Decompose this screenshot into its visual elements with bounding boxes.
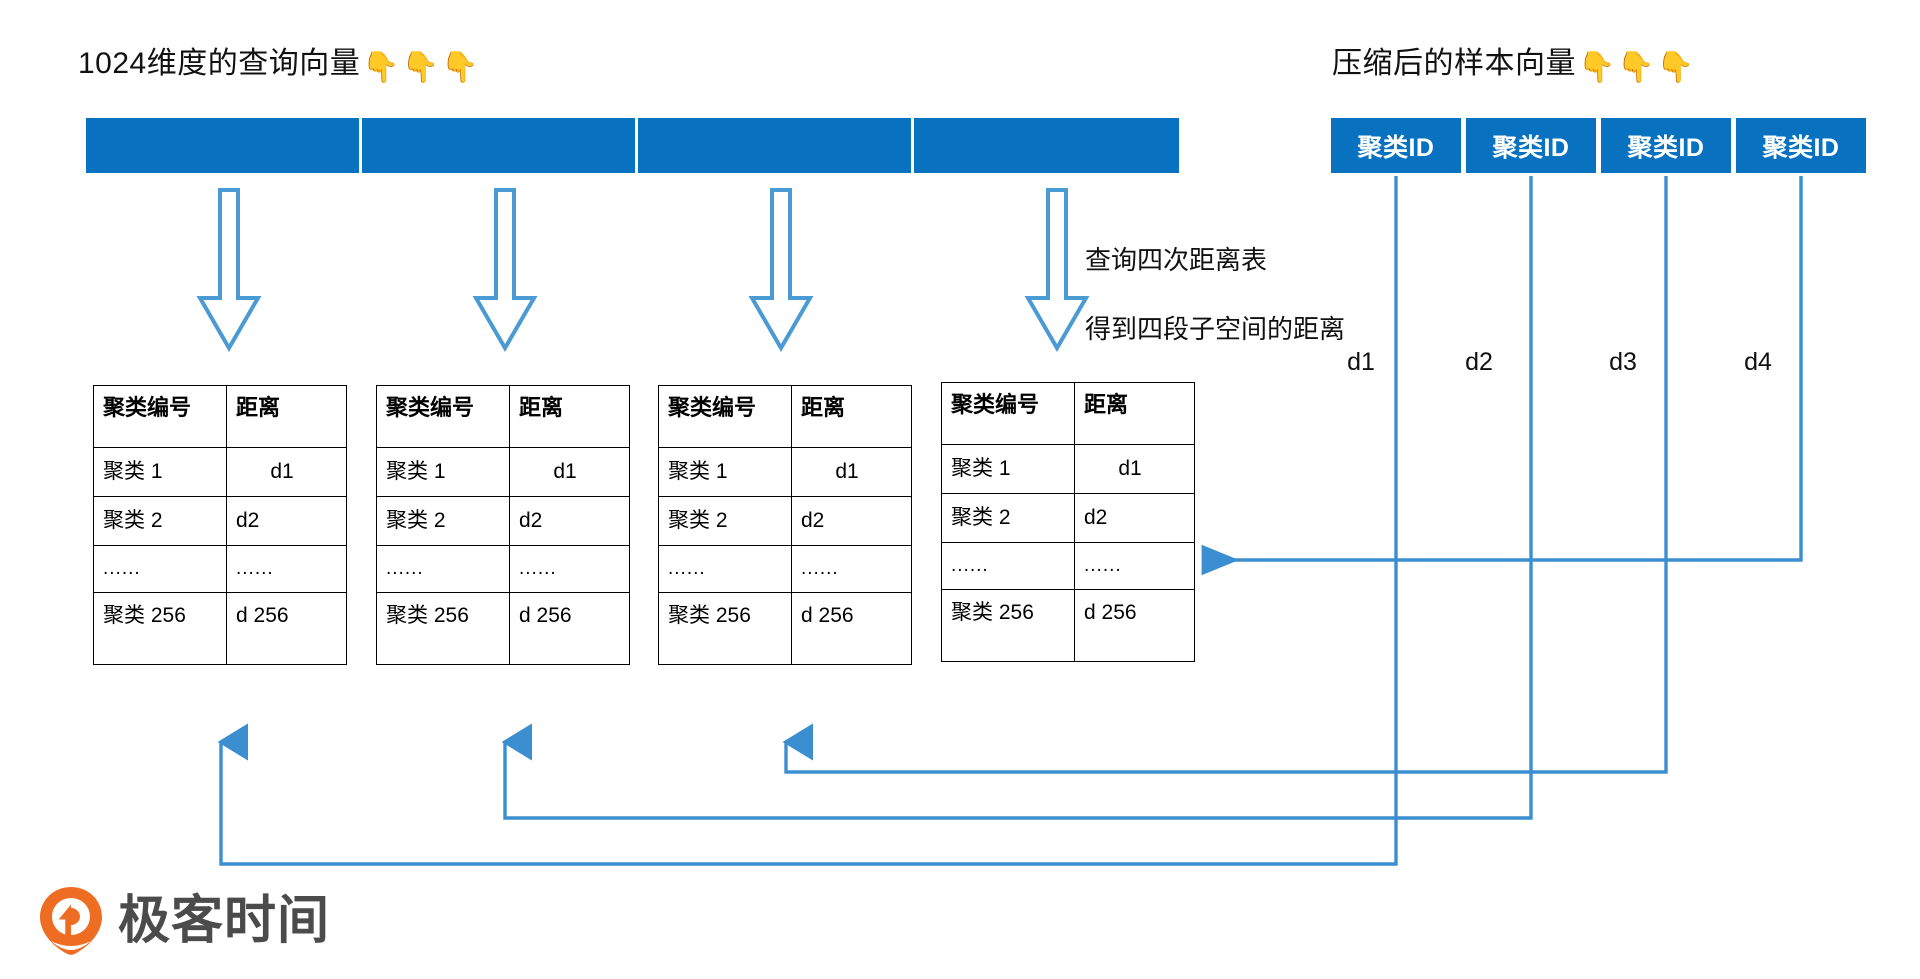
table-4-r3-distance: ...... — [1074, 542, 1195, 590]
cluster-id-box-4: 聚类ID — [1736, 118, 1866, 173]
table-row: ...... ...... — [941, 542, 1195, 590]
cluster-id-box-2: 聚类ID — [1466, 118, 1596, 173]
geektime-logo-text: 极客时间 — [118, 892, 331, 950]
table-row: ...... ...... — [658, 545, 912, 593]
table-4-header-cluster: 聚类编号 — [941, 382, 1075, 445]
table-3-r1-cluster: 聚类 1 — [658, 447, 792, 497]
query-vector-heading: 1024维度的查询向量👇👇👇 — [78, 38, 480, 85]
down-arrow-icon-2 — [472, 188, 538, 352]
table-2-r4-distance: d 256 — [509, 592, 630, 665]
distance-label-d4: d4 — [1744, 348, 1772, 376]
table-4-header-distance: 距离 — [1074, 382, 1195, 445]
table-row: 聚类 1 d1 — [941, 444, 1195, 494]
pointing-down-icon-group-right: 👇👇👇 — [1578, 51, 1697, 84]
table-1-r4-cluster: 聚类 256 — [93, 592, 227, 665]
table-3-header-cluster: 聚类编号 — [658, 385, 792, 448]
table-4-header-row: 聚类编号 距离 — [941, 382, 1195, 445]
table-row: 聚类 2 d2 — [941, 493, 1195, 543]
table-4-r2-distance: d2 — [1074, 493, 1195, 543]
table-3-header-row: 聚类编号 距离 — [658, 385, 912, 448]
table-3-r4-distance: d 256 — [791, 592, 912, 665]
down-arrow-icon-3 — [748, 188, 814, 352]
cluster-id-box-2-label: 聚类ID — [1492, 133, 1570, 162]
compressed-vector-heading: 压缩后的样本向量👇👇👇 — [1332, 38, 1696, 85]
distance-label-d1: d1 — [1347, 348, 1375, 376]
table-row: 聚类 1 d1 — [376, 447, 630, 497]
table-row: ...... ...... — [93, 545, 347, 593]
table-4-r4-cluster: 聚类 256 — [941, 589, 1075, 662]
cluster-id-box-1-label: 聚类ID — [1357, 133, 1435, 162]
cluster-id-box-1: 聚类ID — [1331, 118, 1461, 173]
table-3-r2-cluster: 聚类 2 — [658, 496, 792, 546]
down-arrow-icon-1 — [196, 188, 262, 352]
query-vector-heading-text: 1024维度的查询向量 — [78, 47, 361, 80]
query-annotation-line-1: 查询四次距离表 — [1085, 244, 1268, 275]
table-2-r3-distance: ...... — [509, 545, 630, 593]
table-2-header-distance: 距离 — [509, 385, 630, 448]
cluster-id-box-4-label: 聚类ID — [1762, 133, 1840, 162]
table-row: 聚类 2 d2 — [658, 496, 912, 546]
table-3-r2-distance: d2 — [791, 496, 912, 546]
query-vector-segment-1 — [86, 118, 359, 173]
table-3-r1-distance: d1 — [791, 447, 912, 497]
distance-label-d2: d2 — [1465, 348, 1493, 376]
distance-table-4: 聚类编号 距离 聚类 1 d1 聚类 2 d2 ...... ...... 聚类… — [941, 382, 1195, 662]
table-2-r1-distance: d1 — [509, 447, 630, 497]
table-row: 聚类 256 d 256 — [941, 589, 1195, 662]
table-4-r1-distance: d1 — [1074, 444, 1195, 494]
table-1-r3-cluster: ...... — [93, 545, 227, 593]
query-vector-segment-2 — [362, 118, 635, 173]
query-vector-segment-3 — [638, 118, 911, 173]
table-row: ...... ...... — [376, 545, 630, 593]
table-2-header-cluster: 聚类编号 — [376, 385, 510, 448]
table-row: 聚类 2 d2 — [93, 496, 347, 546]
geektime-logo: 极客时间 — [38, 885, 330, 957]
table-2-r4-cluster: 聚类 256 — [376, 592, 510, 665]
table-4-r2-cluster: 聚类 2 — [941, 493, 1075, 543]
table-1-header-row: 聚类编号 距离 — [93, 385, 347, 448]
table-1-r1-distance: d1 — [226, 447, 347, 497]
table-4-r3-cluster: ...... — [941, 542, 1075, 590]
table-1-r2-distance: d2 — [226, 496, 347, 546]
table-1-r4-distance: d 256 — [226, 592, 347, 665]
table-row: 聚类 256 d 256 — [658, 592, 912, 665]
geektime-pin-icon — [40, 887, 102, 955]
table-3-r4-cluster: 聚类 256 — [658, 592, 792, 665]
table-row: 聚类 1 d1 — [93, 447, 347, 497]
query-annotation: 查询四次距离表 得到四段子空间的距离 — [1085, 208, 1345, 382]
table-row: 聚类 256 d 256 — [376, 592, 630, 665]
distance-table-3: 聚类编号 距离 聚类 1 d1 聚类 2 d2 ...... ...... 聚类… — [658, 385, 912, 665]
table-3-header-distance: 距离 — [791, 385, 912, 448]
table-3-r3-cluster: ...... — [658, 545, 792, 593]
table-1-r3-distance: ...... — [226, 545, 347, 593]
distance-table-1: 聚类编号 距离 聚类 1 d1 聚类 2 d2 ...... ...... 聚类… — [93, 385, 347, 665]
table-2-r2-distance: d2 — [509, 496, 630, 546]
table-1-r2-cluster: 聚类 2 — [93, 496, 227, 546]
table-4-r4-distance: d 256 — [1074, 589, 1195, 662]
table-4-r1-cluster: 聚类 1 — [941, 444, 1075, 494]
table-1-header-cluster: 聚类编号 — [93, 385, 227, 448]
table-3-r3-distance: ...... — [791, 545, 912, 593]
table-row: 聚类 256 d 256 — [93, 592, 347, 665]
query-annotation-line-2: 得到四段子空间的距离 — [1085, 314, 1346, 345]
table-2-r3-cluster: ...... — [376, 545, 510, 593]
compressed-vector-heading-text: 压缩后的样本向量 — [1332, 47, 1576, 80]
pointing-down-icon-group-left: 👇👇👇 — [362, 51, 481, 84]
distance-label-d3: d3 — [1609, 348, 1637, 376]
table-2-r2-cluster: 聚类 2 — [376, 496, 510, 546]
query-vector-segment-4 — [914, 118, 1179, 173]
table-2-r1-cluster: 聚类 1 — [376, 447, 510, 497]
table-1-r1-cluster: 聚类 1 — [93, 447, 227, 497]
distance-table-2: 聚类编号 距离 聚类 1 d1 聚类 2 d2 ...... ...... 聚类… — [376, 385, 630, 665]
table-1-header-distance: 距离 — [226, 385, 347, 448]
down-arrow-icon-4 — [1024, 188, 1090, 352]
cluster-id-box-3: 聚类ID — [1601, 118, 1731, 173]
cluster-id-box-3-label: 聚类ID — [1627, 133, 1705, 162]
table-row: 聚类 1 d1 — [658, 447, 912, 497]
table-2-header-row: 聚类编号 距离 — [376, 385, 630, 448]
table-row: 聚类 2 d2 — [376, 496, 630, 546]
